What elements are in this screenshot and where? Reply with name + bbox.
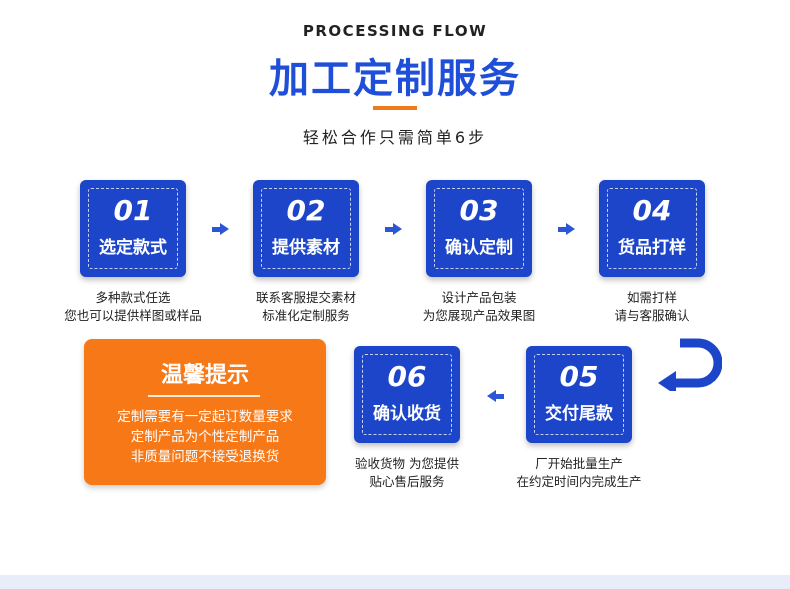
u-turn-arrow-icon <box>658 338 722 391</box>
step-card-03: 03 确认定制 <box>426 180 532 277</box>
step-desc-line: 设计产品包装 <box>441 290 517 305</box>
step-card-01: 01 选定款式 <box>80 180 186 277</box>
notice-divider <box>148 395 260 397</box>
notice-line: 定制需要有一定起订数量要求 <box>117 409 293 425</box>
step-desc-01: 多种款式任选 您也可以提供样图或样品 <box>48 289 218 325</box>
notice-box: 温馨提示 定制需要有一定起订数量要求 定制产品为个性定制产品 非质量问题不接受退… <box>84 339 326 485</box>
step-number: 01 <box>113 194 153 227</box>
step-desc-04: 如需打样 请与客服确认 <box>567 289 737 325</box>
step-desc-02: 联系客服提交素材 标准化定制服务 <box>221 289 391 325</box>
tagline: 轻松合作只需简单6步 <box>302 128 488 147</box>
title-underline <box>373 106 417 110</box>
step-desc-line: 验收货物 为您提供 <box>355 456 459 471</box>
step-label: 确认收货 <box>373 404 441 424</box>
step-card-02: 02 提供素材 <box>253 180 359 277</box>
step-label: 确认定制 <box>445 238 513 258</box>
notice-title: 温馨提示 <box>160 363 249 388</box>
arrow-right-icon <box>385 223 402 235</box>
notice-line: 非质量问题不接受退换货 <box>130 449 280 465</box>
arrow-right-icon <box>558 223 575 235</box>
step-desc-line: 联系客服提交素材 <box>255 290 356 305</box>
notice-lines: 定制需要有一定起订数量要求 定制产品为个性定制产品 非质量问题不接受退换货 <box>84 407 326 467</box>
arrow-left-icon <box>487 390 504 402</box>
page-title: 加工定制服务 <box>269 56 521 102</box>
step-label: 选定款式 <box>99 238 167 258</box>
step-desc-line: 厂开始批量生产 <box>535 456 623 471</box>
step-desc-line: 您也可以提供样图或样品 <box>64 308 202 323</box>
step-desc-05: 厂开始批量生产 在约定时间内完成生产 <box>494 455 664 491</box>
step-desc-line: 贴心售后服务 <box>369 474 445 489</box>
step-number: 06 <box>387 360 427 393</box>
step-desc-line: 请与客服确认 <box>614 308 690 323</box>
step-label: 货品打样 <box>618 238 686 258</box>
step-desc-line: 多种款式任选 <box>95 290 171 305</box>
step-desc-03: 设计产品包装 为您展现产品效果图 <box>394 289 564 325</box>
step-number: 02 <box>286 194 326 227</box>
step-card-06: 06 确认收货 <box>354 346 460 443</box>
arrow-right-icon <box>212 223 229 235</box>
step-card-05: 05 交付尾款 <box>526 346 632 443</box>
bottom-band <box>0 575 790 589</box>
step-desc-line: 标准化定制服务 <box>262 308 350 323</box>
step-desc-06: 验收货物 为您提供 贴心售后服务 <box>322 455 492 491</box>
step-number: 04 <box>632 194 672 227</box>
step-desc-line: 如需打样 <box>626 290 677 305</box>
step-number: 05 <box>559 360 599 393</box>
step-desc-line: 为您展现产品效果图 <box>422 308 536 323</box>
notice-line: 定制产品为个性定制产品 <box>130 429 280 445</box>
step-label: 交付尾款 <box>545 404 613 424</box>
step-card-04: 04 货品打样 <box>599 180 705 277</box>
step-number: 03 <box>459 194 499 227</box>
step-desc-line: 在约定时间内完成生产 <box>516 474 642 489</box>
step-label: 提供素材 <box>272 238 340 258</box>
section-subtitle: PROCESSING FLOW <box>302 22 488 40</box>
